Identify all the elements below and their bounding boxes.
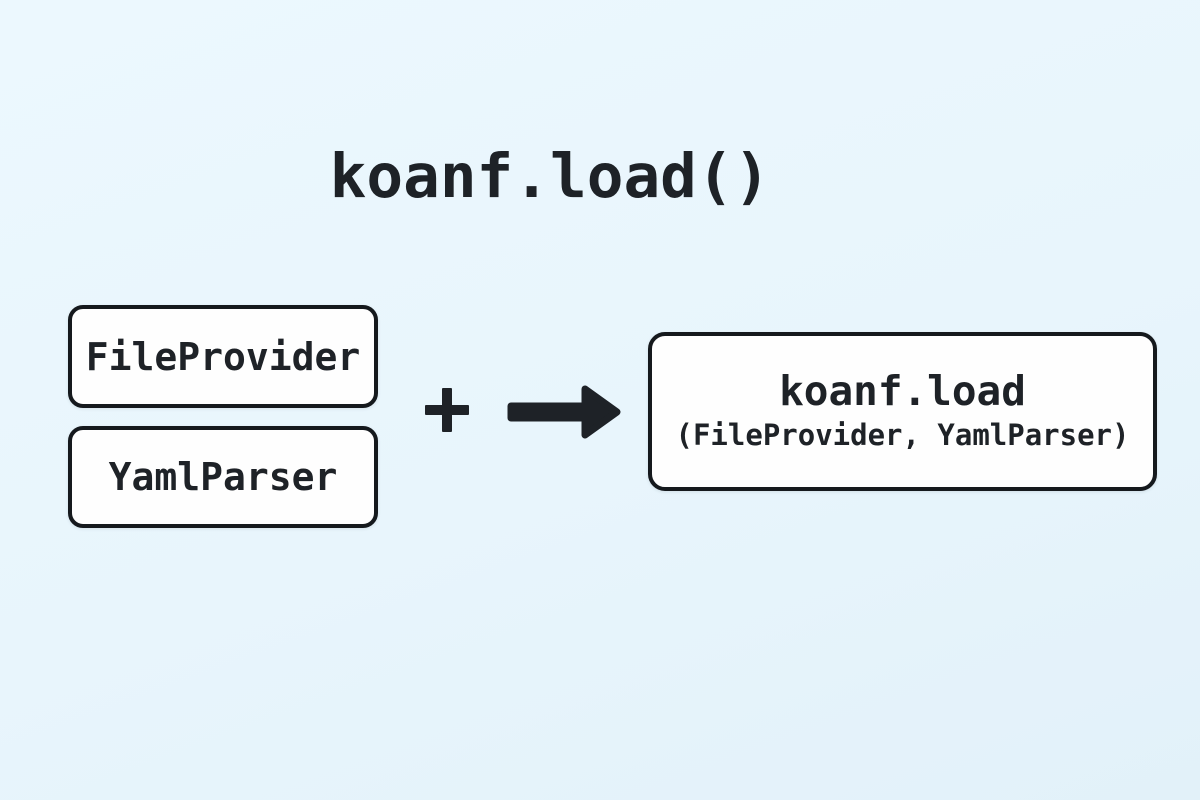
result-call-args: (FileProvider, YamlParser) [675, 418, 1130, 452]
input-box-yamlparser: YamlParser [68, 426, 378, 528]
result-box: koanf.load (FileProvider, YamlParser) [648, 332, 1157, 491]
plus-icon [425, 388, 469, 432]
input-box-yamlparser-label: YamlParser [108, 455, 338, 499]
arrow-right-shape [507, 385, 621, 439]
input-box-fileprovider: FileProvider [68, 305, 378, 408]
input-box-fileprovider-label: FileProvider [85, 334, 361, 379]
result-call-name: koanf.load [779, 367, 1026, 415]
plus-icon-vertical-bar [442, 388, 452, 432]
arrow-right-icon [507, 385, 621, 439]
page-title: koanf.load() [329, 141, 771, 212]
